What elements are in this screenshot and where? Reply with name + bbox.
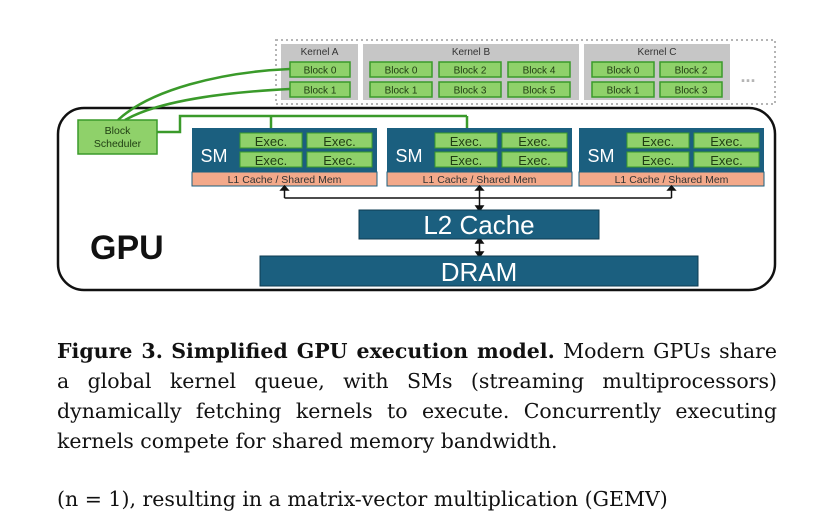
kernel-a-block-1-label: Block 1 [304, 86, 337, 97]
sm-3-l1-label: L1 Cache / Shared Mem [615, 174, 729, 186]
sm-2-exec-4-label: Exec. [518, 153, 551, 168]
sm-2-exec-2-label: Exec. [518, 134, 551, 149]
kernel-c-block-0-label: Block 0 [607, 66, 640, 77]
kernel-c-block-1-label: Block 1 [607, 86, 640, 97]
fetch-arrow-block-1 [124, 87, 291, 122]
kernel-b-block-3 [438, 81, 502, 98]
body-text-fragment: (n = 1), resulting in a matrix-vector mu… [57, 487, 668, 511]
memory-interconnect [279, 184, 677, 259]
sm-1-exec-3-label: Exec. [255, 153, 288, 168]
sm-3-exec-2-label: Exec. [710, 134, 743, 149]
fetch-arrow-block-0 [117, 67, 291, 121]
sm-1-exec-4 [306, 151, 373, 168]
sm-1-exec-4-label: Exec. [323, 153, 356, 168]
sm-3-exec-1 [626, 132, 690, 149]
more-kernels-ellipsis: ... [740, 66, 755, 86]
sm-2-exec-4 [501, 151, 568, 168]
sm-2-label: SM [396, 146, 423, 166]
sm-1-exec-2 [306, 132, 373, 149]
sm-1-exec-1 [239, 132, 303, 149]
sm-2-exec-1 [434, 132, 498, 149]
figure-caption: Figure 3. Simplified GPU execution model… [57, 336, 777, 456]
kernel-b-block-5 [507, 81, 571, 98]
sm-2-l1-label: L1 Cache / Shared Mem [423, 174, 537, 186]
kernel-b-block-2 [438, 61, 502, 78]
sm-3-exec-2 [693, 132, 760, 149]
sm-1-l1-label: L1 Cache / Shared Mem [228, 174, 342, 186]
sm-3-exec-4 [693, 151, 760, 168]
kernel-b-block-0 [369, 61, 433, 78]
sm-1-exec-1-label: Exec. [255, 134, 288, 149]
sm-3-exec-3 [626, 151, 690, 168]
kernel-b-block-3-label: Block 3 [454, 86, 487, 97]
kernel-b-block-4 [507, 61, 571, 78]
kernel-c-block-0 [591, 61, 655, 78]
dram [259, 255, 699, 287]
kernel-c-block-1 [591, 81, 655, 98]
sm-1-label: SM [201, 146, 228, 166]
sm-3-exec-4-label: Exec. [710, 153, 743, 168]
kernel-b-block-2-label: Block 2 [454, 66, 487, 77]
sm-2-exec-1-label: Exec. [450, 134, 483, 149]
dram-label: DRAM [441, 257, 518, 287]
sm-2-exec-2 [501, 132, 568, 149]
gpu-execution-diagram: Kernel A Block 0 Block 1 Kernel B Block … [56, 39, 777, 292]
kernel-a-title: Kernel A [301, 47, 339, 58]
kernel-b-block-4-label: Block 4 [523, 66, 556, 77]
kernel-queue-outline [275, 39, 776, 105]
kernel-b-block-1-label: Block 1 [385, 86, 418, 97]
kernel-a-block-0-label: Block 0 [304, 66, 337, 77]
figure-title: Simplified GPU execution model. [171, 339, 555, 363]
l2-cache-label: L2 Cache [423, 210, 534, 240]
figure-label: Figure 3. [57, 339, 163, 363]
kernel-b-block-5-label: Block 5 [523, 86, 556, 97]
l2-cache [358, 209, 600, 240]
kernel-b-block-0-label: Block 0 [385, 66, 418, 77]
figure-caption-text: Modern GPUs share a global kernel queue,… [57, 339, 777, 453]
sm-2-exec-3-label: Exec. [450, 153, 483, 168]
kernel-c-block-2 [659, 61, 723, 78]
kernel-c-block-3-label: Block 3 [675, 86, 708, 97]
sm-3-exec-1-label: Exec. [642, 134, 675, 149]
gpu-label: GPU [90, 229, 164, 267]
kernel-b-block-1 [369, 81, 433, 98]
kernel-c-block-2-label: Block 2 [675, 66, 708, 77]
sm-3-label: SM [588, 146, 615, 166]
kernel-b-title: Kernel B [452, 47, 491, 58]
kernel-c-title: Kernel C [638, 47, 677, 58]
sm-1-exec-3 [239, 151, 303, 168]
block-scheduler-label-1: Block [105, 125, 131, 137]
block-scheduler-label-2: Scheduler [94, 138, 142, 150]
sm-2-exec-3 [434, 151, 498, 168]
dispatch-line [157, 114, 467, 134]
sm-1-exec-2-label: Exec. [323, 134, 356, 149]
sm-3-exec-3-label: Exec. [642, 153, 675, 168]
kernel-c-block-3 [659, 81, 723, 98]
block-scheduler [77, 119, 158, 155]
